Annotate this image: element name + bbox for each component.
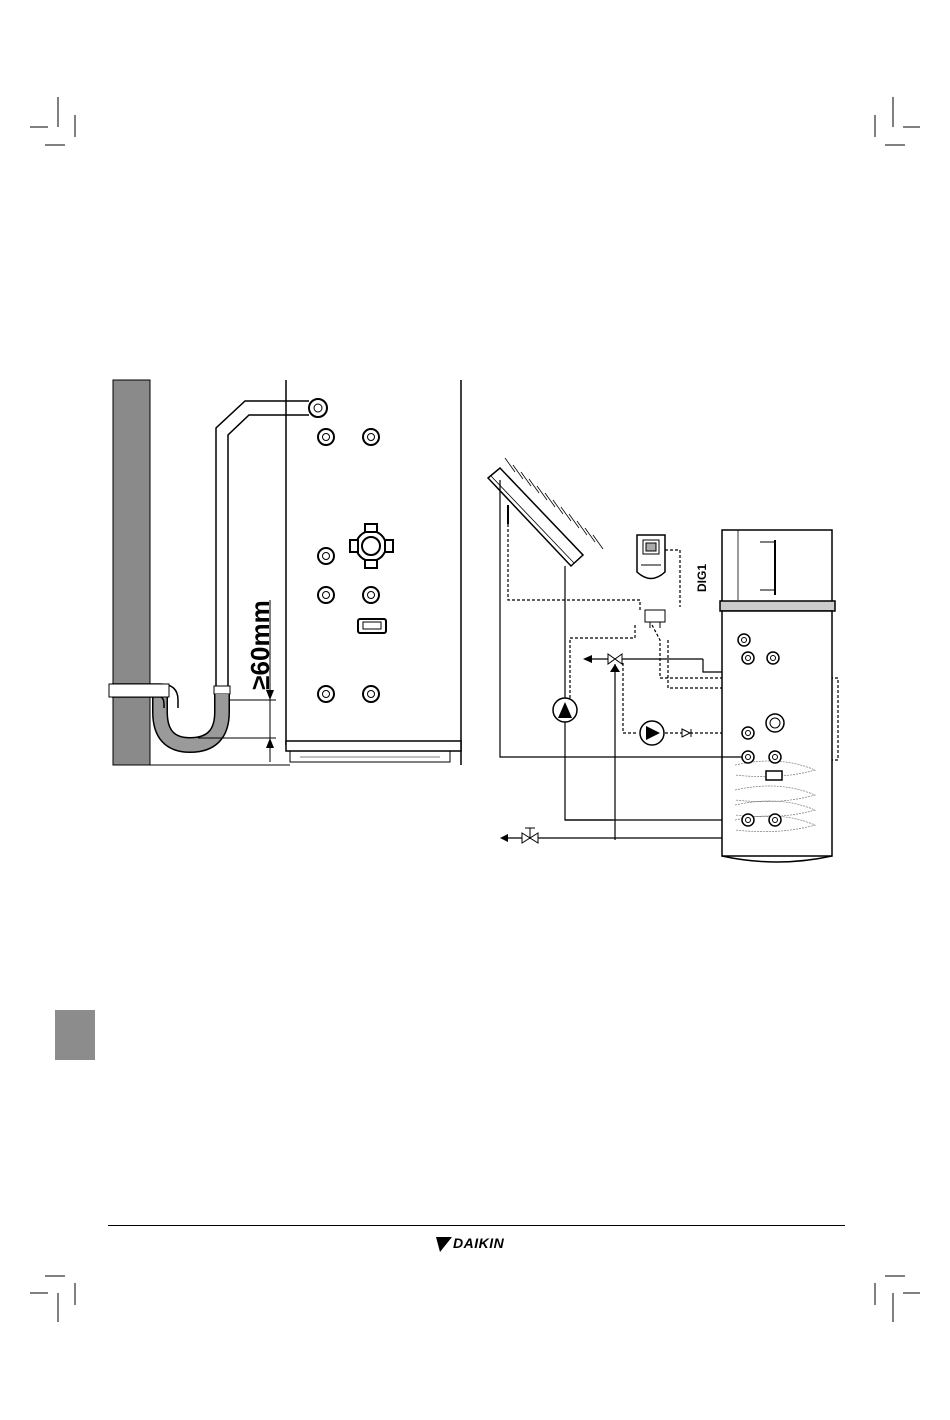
brand-logo-mark xyxy=(436,1234,454,1254)
footer-rule xyxy=(108,1225,845,1226)
solar-collector xyxy=(488,468,583,566)
controller-label: DIG1 xyxy=(694,558,710,598)
hot-water-tank xyxy=(720,530,835,862)
brand-logo: DAIKIN xyxy=(436,1234,516,1254)
chapter-tab xyxy=(55,1010,95,1060)
brand-name: DAIKIN xyxy=(453,1235,504,1251)
solar-controller xyxy=(637,535,665,579)
